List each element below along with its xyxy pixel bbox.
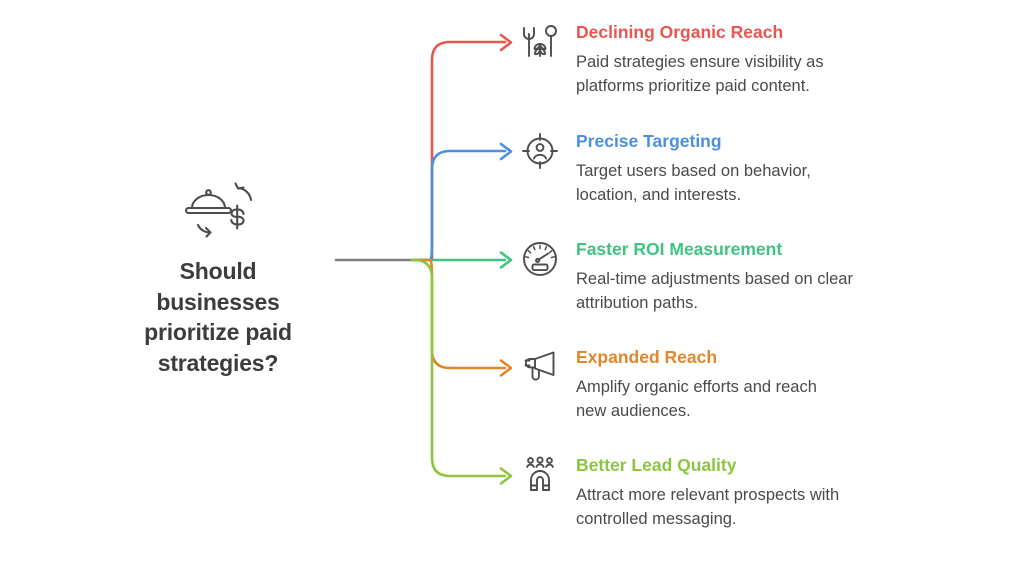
root-title: Should businesses prioritize paid strate… [118,256,318,378]
target-person-crosshair-icon [522,133,558,169]
root-title-line-3: prioritize paid [144,319,292,346]
branch-description: Amplify organic efforts and reach new au… [576,378,817,420]
magnet-people-icon [526,456,554,491]
root-title-line-1: Should [179,258,257,284]
branch-item-declining-organic-reach[interactable]: Declining Organic Reach Paid strategies … [520,22,876,99]
branch-text-block: Precise Targeting Target users based on … [576,131,876,208]
branch-text-block: Better Lead Quality Attract more relevan… [576,455,876,532]
branch-description: Real-time adjustments based on clear att… [576,270,853,312]
branch-title: Faster ROI Measurement [576,239,783,259]
branch-item-expanded-reach[interactable]: Expanded Reach Amplify organic efforts a… [520,347,876,424]
arrowhead-2 [499,251,513,269]
branch-description: Target users based on behavior, location… [576,162,811,204]
branch-description: Attract more relevant prospects with con… [576,486,840,528]
branch-title: Precise Targeting [576,131,722,151]
arrowhead-0 [499,33,513,52]
branch-item-precise-targeting[interactable]: Precise Targeting Target users based on … [520,131,876,208]
root-title-line-2: businesses [156,288,280,315]
root-node: Should businesses prioritize paid strate… [118,178,318,378]
arrowhead-1 [499,142,513,161]
plants-sprouts-icon [523,25,557,57]
arrowhead-4 [499,467,513,485]
branch-line-1 [410,149,507,262]
branch-title: Expanded Reach [576,347,718,367]
branch-text-block: Declining Organic Reach Paid strategies … [576,22,876,99]
branch-title: Better Lead Quality [576,455,737,475]
branch-line-0 [410,40,507,262]
megaphone-icon [524,351,555,381]
root-title-line-4: strategies? [157,349,279,376]
branch-description: Paid strategies ensure visibility as pla… [576,53,824,95]
food-cloche-money-cycle-icon [184,182,253,238]
branch-line-3 [410,258,507,370]
arrowhead-3 [499,359,513,377]
branch-line-4 [410,258,507,478]
branch-item-better-lead-quality[interactable]: Better Lead Quality Attract more relevan… [520,455,876,532]
branch-text-block: Faster ROI Measurement Real-time adjustm… [576,239,876,316]
speedometer-gauge-icon [523,242,557,276]
branch-text-block: Expanded Reach Amplify organic efforts a… [576,347,876,424]
branch-title: Declining Organic Reach [576,22,784,42]
branch-item-faster-roi-measurement[interactable]: Faster ROI Measurement Real-time adjustm… [520,239,876,316]
